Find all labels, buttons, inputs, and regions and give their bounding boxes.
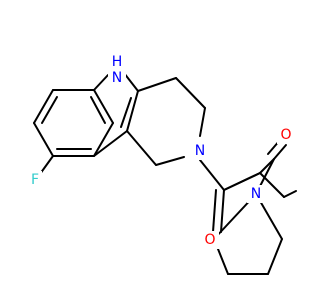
bond bbox=[93, 74, 109, 91]
bond bbox=[126, 130, 157, 166]
bond bbox=[33, 89, 54, 124]
left-ketone-o-atom-label: O bbox=[204, 232, 215, 248]
bond bbox=[155, 156, 185, 166]
pyrrolidine-n-atom-label: N bbox=[251, 186, 261, 202]
right-ketone-o-label: O bbox=[277, 126, 295, 144]
bond bbox=[273, 144, 287, 160]
bond bbox=[93, 130, 128, 157]
bond bbox=[267, 238, 283, 275]
bond bbox=[93, 89, 114, 124]
bond bbox=[33, 122, 54, 157]
bond bbox=[223, 172, 261, 191]
pyrrolidine-n-label: N bbox=[247, 185, 265, 203]
atom-mask bbox=[277, 126, 295, 144]
indole-h-label: H bbox=[112, 54, 123, 70]
bond bbox=[39, 155, 54, 175]
atom-mask bbox=[191, 142, 209, 160]
bond bbox=[93, 122, 114, 157]
bond bbox=[126, 90, 139, 132]
fluorine-label: F bbox=[28, 171, 42, 189]
indole-n-label: N bbox=[112, 70, 122, 86]
bond bbox=[175, 77, 206, 109]
atom-mask bbox=[108, 52, 126, 88]
indole-nh-label: H N bbox=[108, 52, 126, 88]
bond bbox=[123, 72, 139, 92]
left-ketone-o-label: O bbox=[201, 231, 219, 249]
molecule-structure: F H N N O O N bbox=[28, 52, 297, 275]
atom-label-layer: F H N N O O N bbox=[28, 52, 295, 249]
bond bbox=[90, 96, 106, 124]
ring-n-label: N bbox=[191, 142, 209, 160]
right-ketone-o-atom-label: O bbox=[280, 127, 291, 143]
ring-n-atom-label: N bbox=[195, 143, 205, 159]
bond bbox=[41, 96, 58, 124]
atom-mask bbox=[247, 185, 265, 203]
atom-mask bbox=[201, 231, 219, 249]
bond bbox=[199, 159, 225, 191]
atom-mask bbox=[28, 171, 42, 189]
bond bbox=[199, 107, 206, 137]
bond-layer bbox=[33, 72, 297, 275]
bond bbox=[283, 190, 297, 198]
bond bbox=[220, 189, 225, 233]
fluorine-atom-label: F bbox=[31, 172, 39, 188]
bond bbox=[120, 97, 132, 128]
bond bbox=[137, 77, 177, 92]
bond bbox=[212, 189, 217, 233]
bond bbox=[259, 158, 275, 174]
